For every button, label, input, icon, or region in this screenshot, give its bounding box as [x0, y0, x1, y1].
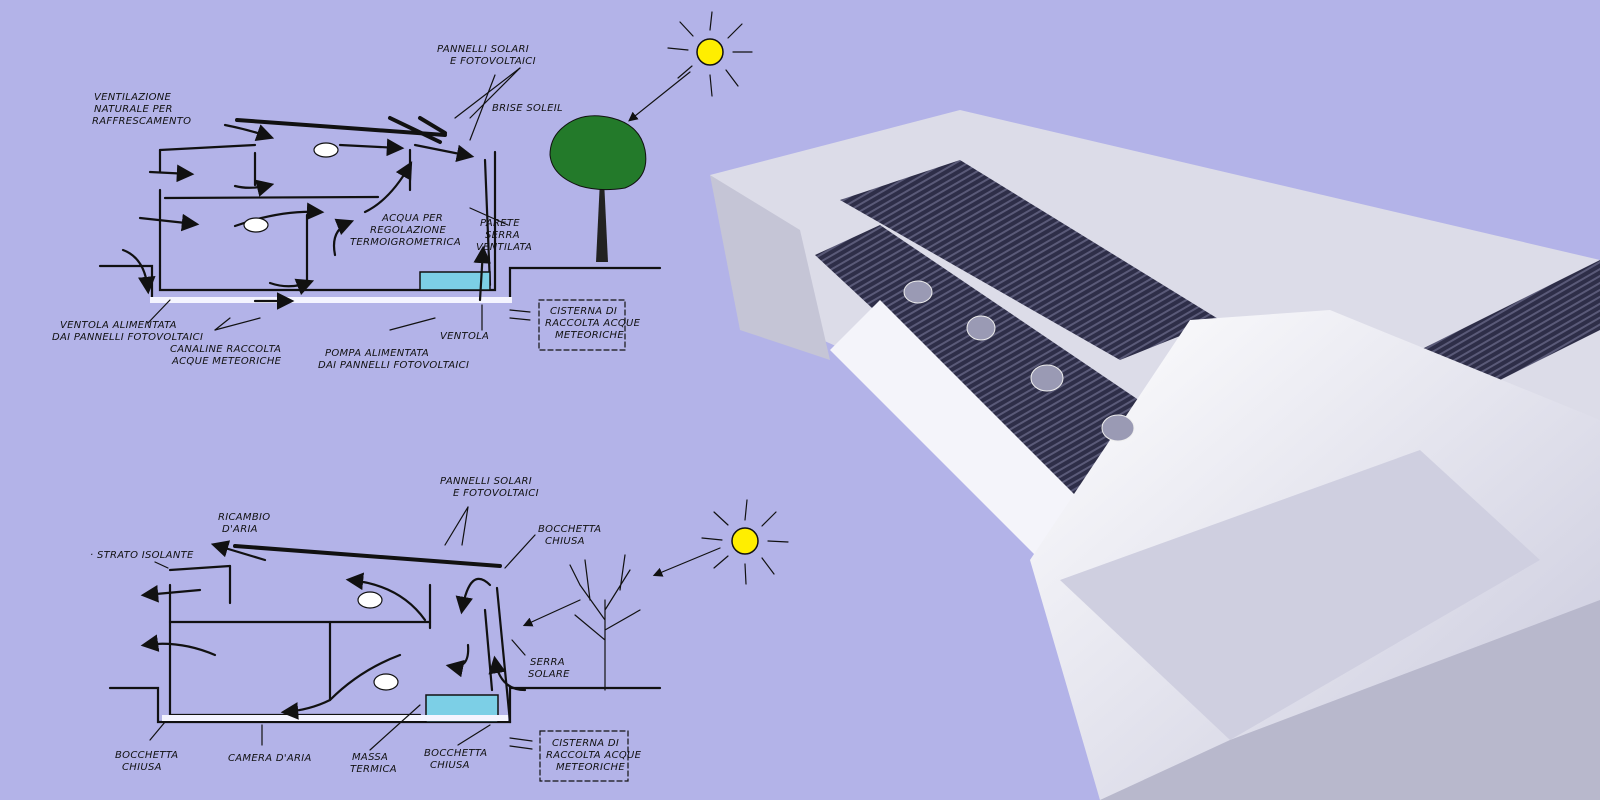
label-pompa-2: DAI PANNELLI FOTOVOLTAICI [318, 360, 469, 371]
label-ventilazione-3: RAFFRESCAMENTO [92, 116, 191, 127]
label-acqua-2: REGOLAZIONE [370, 225, 446, 236]
label-canaline-2: ACQUE METEORICHE [171, 356, 282, 367]
label-ventilazione-2: NATURALE PER [94, 104, 173, 115]
label-ventola-alimentata-2: DAI PANNELLI FOTOVOLTAICI [52, 332, 203, 343]
architectural-model-photo [710, 110, 1600, 800]
label-cisterna-2: RACCOLTA ACQUE [545, 318, 641, 329]
label-pannelli-1: PANNELLI SOLARI [437, 44, 529, 55]
label-bocchetta-right-1: BOCCHETTA [424, 748, 487, 759]
label-brise-soleil: BRISE SOLEIL [492, 103, 563, 114]
label-ricambio-1: RICAMBIO [218, 512, 270, 523]
label-serra-1: SERRA [530, 657, 565, 668]
label-cisterna-1: CISTERNA DI [550, 306, 617, 317]
label-acqua-3: TERMOIGROMETRICA [350, 237, 461, 248]
label-parete-1: PARETE [480, 218, 520, 229]
label-pompa-1: POMPA ALIMENTATA [325, 348, 429, 359]
label-camera-aria: CAMERA D'ARIA [228, 753, 312, 764]
bare-tree-icon [569, 554, 641, 691]
label-massa-2: TERMICA [350, 764, 397, 775]
label-parete-3: VENTILATA [476, 242, 532, 253]
label-acqua-1: ACQUA PER [381, 213, 443, 224]
label-cisterna-1: CISTERNA DI [552, 738, 619, 749]
label-cisterna-2: RACCOLTA ACQUE [546, 750, 642, 761]
label-serra-2: SOLARE [528, 669, 570, 680]
leafy-tree-icon [549, 115, 647, 262]
label-parete-2: SERRA [485, 230, 520, 241]
label-bocchetta-top-1: BOCCHETTA [538, 524, 601, 535]
label-bocchetta-left-1: BOCCHETTA [115, 750, 178, 761]
winter-section-diagram: PANNELLI SOLARI E FOTOVOLTAICI RICAMBIO … [90, 476, 789, 782]
skylight-domes [903, 280, 1135, 442]
label-bocchetta-top-2: CHIUSA [545, 536, 585, 547]
label-ventilazione-1: VENTILAZIONE [94, 92, 172, 103]
label-canaline-1: CANALINE RACCOLTA [170, 344, 281, 355]
label-ventola-alimentata-1: VENTOLA ALIMENTATA [60, 320, 177, 331]
sun-icon [652, 499, 789, 585]
label-ricambio-2: D'ARIA [222, 524, 258, 535]
label-pannelli-2: E FOTOVOLTAICI [450, 56, 536, 67]
sun-icon [628, 11, 753, 122]
label-bocchetta-right-2: CHIUSA [430, 760, 470, 771]
label-pannelli-2: E FOTOVOLTAICI [453, 488, 539, 499]
label-ventola: VENTOLA [440, 331, 489, 342]
label-bocchetta-left-2: CHIUSA [122, 762, 162, 773]
summer-section-diagram: PANNELLI SOLARI E FOTOVOLTAICI VENTILAZI… [52, 11, 753, 371]
label-cisterna-3: METEORICHE [555, 330, 624, 341]
label-pannelli-1: PANNELLI SOLARI [440, 476, 532, 487]
label-cisterna-3: METEORICHE [556, 762, 625, 773]
water-tank [419, 271, 491, 291]
label-massa-1: MASSA [352, 752, 388, 763]
label-strato-isolante: · STRATO ISOLANTE [90, 550, 194, 561]
